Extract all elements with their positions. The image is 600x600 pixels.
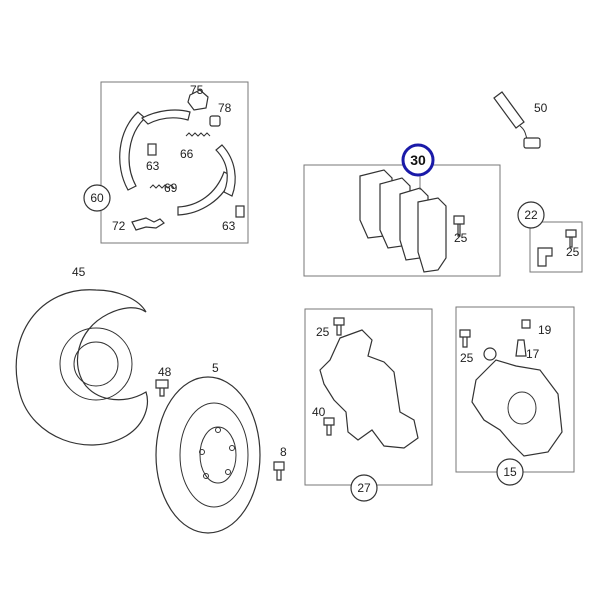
callout-72: 72 <box>112 219 126 233</box>
bracket-clip[interactable] <box>537 247 553 267</box>
brake-shoe-lower[interactable] <box>177 171 233 216</box>
callout-60: 60 <box>90 191 104 205</box>
bracket-frame <box>529 221 583 273</box>
lug-hole-1 <box>215 427 221 433</box>
bleed-screw-17[interactable] <box>515 339 527 357</box>
brake-disc-hat <box>179 402 249 508</box>
callout-69: 69 <box>164 181 178 195</box>
callout-30-circle-highlighted[interactable] <box>401 143 435 177</box>
callout-25-pad: 25 <box>454 231 468 245</box>
brake-caliper[interactable] <box>471 359 563 457</box>
callout-15-circle <box>496 458 524 486</box>
callout-19: 19 <box>538 323 552 337</box>
brake-shoe-top[interactable] <box>140 109 191 125</box>
caliper-piston <box>507 391 537 425</box>
lever-72[interactable] <box>131 217 165 231</box>
callout-66: 66 <box>180 147 194 161</box>
callout-60-circle <box>83 184 111 212</box>
backing-plate[interactable] <box>15 289 148 446</box>
screw-48[interactable] <box>155 379 169 397</box>
callout-22-circle <box>517 201 545 229</box>
lug-hole-5 <box>199 449 205 455</box>
callout-63-top: 63 <box>146 159 160 173</box>
wear-sensor-group: 50 <box>493 91 548 149</box>
cap-19[interactable] <box>521 319 531 329</box>
backing-plate-inner-ring <box>59 327 133 401</box>
wear-sensor-body[interactable] <box>493 91 525 129</box>
lug-hole-3 <box>225 469 231 475</box>
bolt-25-bracket[interactable] <box>565 229 577 248</box>
lug-hole-2 <box>229 445 235 451</box>
bolt-25-caliper[interactable] <box>459 329 471 348</box>
callout-27-circle <box>350 474 378 502</box>
pin-63b[interactable] <box>235 205 245 218</box>
callout-17: 17 <box>526 347 540 361</box>
parking-brake-frame <box>100 81 249 244</box>
caliper-carrier[interactable] <box>319 329 419 449</box>
nut-78[interactable] <box>209 115 221 127</box>
parking-brake-group: 60 75 78 63 66 69 72 63 <box>83 81 249 244</box>
screw-8[interactable] <box>273 461 285 481</box>
callout-25-caliper: 25 <box>460 351 474 365</box>
brake-pad-4[interactable] <box>417 197 447 273</box>
pin-63a[interactable] <box>147 143 157 156</box>
callout-5: 5 <box>212 361 219 375</box>
brake-shoe-left[interactable] <box>119 111 146 191</box>
callout-63-bottom: 63 <box>222 219 236 233</box>
wear-sensor-plug[interactable] <box>523 137 541 149</box>
bolt-40[interactable] <box>323 417 335 436</box>
callout-25-carrier: 25 <box>316 325 330 339</box>
brake-pad-frame <box>303 164 501 277</box>
callout-30: 30 <box>410 152 426 168</box>
backing-plate-group: 45 48 <box>15 265 172 446</box>
bracket-group: 22 25 <box>517 201 583 273</box>
brake-disc[interactable] <box>155 376 261 534</box>
callout-15: 15 <box>503 465 517 479</box>
carrier-group: 25 40 27 <box>304 308 433 502</box>
lug-hole-4 <box>203 473 209 479</box>
callout-27: 27 <box>357 481 371 495</box>
bolt-25-carrier[interactable] <box>333 317 345 336</box>
callout-45: 45 <box>72 265 86 279</box>
spring-66 <box>185 132 211 137</box>
brake-shoe-right[interactable] <box>215 144 236 197</box>
adjuster-75[interactable] <box>187 89 209 111</box>
callout-40: 40 <box>312 405 326 419</box>
backing-plate-hub <box>73 341 119 387</box>
callout-25-bracket: 25 <box>566 245 580 259</box>
brake-disc-group: 5 8 <box>155 361 287 534</box>
callout-8: 8 <box>280 445 287 459</box>
brake-pad-group: 25 30 <box>303 143 501 277</box>
caliper-group: 25 19 17 15 <box>455 306 575 486</box>
callout-75: 75 <box>190 83 204 97</box>
caliper-bleed-boss <box>483 347 497 361</box>
spring-69 <box>149 184 175 189</box>
bolt-25-pad[interactable] <box>453 215 465 237</box>
callout-22: 22 <box>524 208 538 222</box>
callout-50: 50 <box>534 101 548 115</box>
callout-48: 48 <box>158 365 172 379</box>
callout-78: 78 <box>218 101 232 115</box>
